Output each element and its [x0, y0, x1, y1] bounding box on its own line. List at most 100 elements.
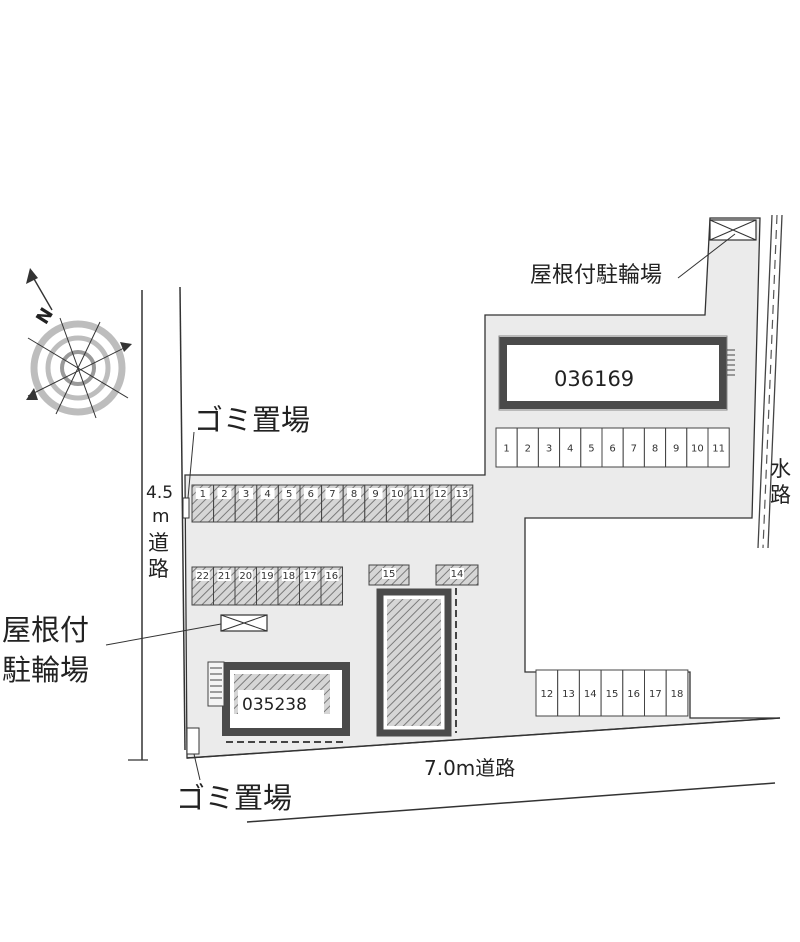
- parking-number: 15: [606, 689, 619, 700]
- parking-number: 1: [200, 489, 206, 500]
- label-garbage-bottom: ゴミ置場: [176, 781, 292, 815]
- parking-number-bg: [382, 568, 396, 579]
- parking-row-south: 12 13 14 15 16 17 18: [535, 669, 689, 717]
- parking-number: 5: [588, 444, 594, 455]
- parking-number: 9: [372, 489, 378, 500]
- parking-number-bg: [450, 568, 464, 579]
- label-road-left-unit: m: [152, 506, 170, 527]
- parking-number-bg: [282, 488, 297, 499]
- parking-number: 21: [218, 571, 231, 582]
- parking-number: 17: [304, 571, 317, 582]
- parking-space: [665, 669, 689, 717]
- parking-number: 4: [264, 489, 270, 500]
- parking-number-bg: [238, 570, 253, 581]
- parking-number: 6: [308, 489, 314, 500]
- label-bike-north: 屋根付駐輪場: [530, 263, 662, 288]
- parking-number: 3: [243, 489, 249, 500]
- parking-number-bg: [239, 488, 253, 499]
- parking-number-bg: [390, 488, 405, 499]
- parking-number: 8: [652, 444, 658, 455]
- parking-number: 16: [627, 689, 640, 700]
- label-road-left-char1: 道: [148, 531, 169, 555]
- garbage-station-top: [182, 497, 190, 519]
- parking-number-bg: [217, 570, 232, 581]
- building-southwest-number: 035238: [242, 695, 307, 715]
- building-north-stairs: [727, 349, 735, 376]
- parking-number: 7: [329, 489, 335, 500]
- parking-number: 6: [609, 444, 615, 455]
- parking-number-bg: [217, 488, 232, 499]
- label-bike-west-line1: 屋根付: [2, 613, 89, 647]
- parking-number-bg: [303, 488, 318, 499]
- parking-number-bg: [411, 488, 426, 499]
- parking-number-bg: [281, 570, 296, 581]
- parking-number-bg: [260, 488, 275, 499]
- parking-number: 2: [525, 444, 531, 455]
- compass-north-letter: N: [32, 304, 58, 328]
- bike-shelter-north: [709, 219, 757, 241]
- parking-number: 22: [196, 571, 209, 582]
- parking-number: 12: [434, 489, 447, 500]
- parking-number: 3: [546, 444, 552, 455]
- parking-number-bg: [368, 488, 383, 499]
- building-southwest-label-bg: [238, 690, 324, 714]
- parking-number-bg: [347, 488, 361, 499]
- parking-number: 20: [239, 571, 252, 582]
- parking-number: 2: [221, 489, 227, 500]
- parking-number: 11: [412, 489, 425, 500]
- road-bottom-edge-upper: [186, 717, 781, 759]
- compass-rose: [26, 268, 132, 419]
- building-north-number: 036169: [554, 367, 634, 391]
- parking-number-bg: [455, 488, 469, 499]
- parking-number: 4: [567, 444, 573, 455]
- water-channel: [757, 214, 783, 549]
- parking-number: 18: [282, 571, 295, 582]
- building-north: [499, 337, 727, 409]
- parking-number-bg: [260, 570, 275, 581]
- building-center-hatch: [387, 599, 441, 726]
- parking-number: 13: [456, 489, 469, 500]
- parking-row-lower: 22 21 20 19 18 17 16: [191, 566, 343, 606]
- parking-number: 11: [712, 444, 725, 455]
- label-garbage-top: ゴミ置場: [194, 403, 310, 437]
- label-bike-west-line2: 駐輪場: [2, 653, 89, 687]
- parking-number: 9: [673, 444, 679, 455]
- parking-number: 16: [325, 571, 338, 582]
- parking-number-bg: [195, 488, 210, 499]
- parking-space: [707, 427, 730, 468]
- label-water-char1: 水: [770, 457, 791, 481]
- parking-number-bg: [325, 488, 340, 499]
- parking-number: 14: [584, 689, 597, 700]
- parking-number: 15: [383, 569, 396, 580]
- parking-number: 1: [503, 444, 509, 455]
- parking-number: 7: [631, 444, 637, 455]
- parking-number-bg: [303, 570, 318, 581]
- parking-number-bg: [195, 570, 210, 581]
- parking-number: 5: [286, 489, 292, 500]
- parking-number: 12: [540, 689, 553, 700]
- parking-number: 18: [671, 689, 684, 700]
- building-north-shadow: [498, 335, 728, 411]
- parking-row-north: 1 2 3 4 5 6 7 8 9 10 11: [495, 427, 730, 468]
- label-road-bottom: 7.0m道路: [424, 756, 515, 780]
- parking-number: 10: [691, 444, 704, 455]
- label-road-left-width: 4.5: [146, 483, 173, 503]
- parking-number: 13: [562, 689, 575, 700]
- garbage-station-bottom: [186, 727, 200, 755]
- bike-shelter-west: [220, 614, 268, 632]
- label-water-char2: 路: [770, 483, 791, 507]
- parking-number: 19: [261, 571, 274, 582]
- parking-number-bg: [433, 488, 448, 499]
- leader-lines: [105, 233, 736, 781]
- parking-number: 10: [391, 489, 404, 500]
- parking-number: 17: [649, 689, 662, 700]
- parking-number-bg: [324, 570, 339, 581]
- label-road-left-char2: 路: [148, 557, 169, 581]
- building-southwest-stairs: [207, 661, 225, 707]
- parking-number: 8: [351, 489, 357, 500]
- road-bottom-edge-lower: [246, 782, 776, 823]
- parking-number: 14: [451, 569, 464, 580]
